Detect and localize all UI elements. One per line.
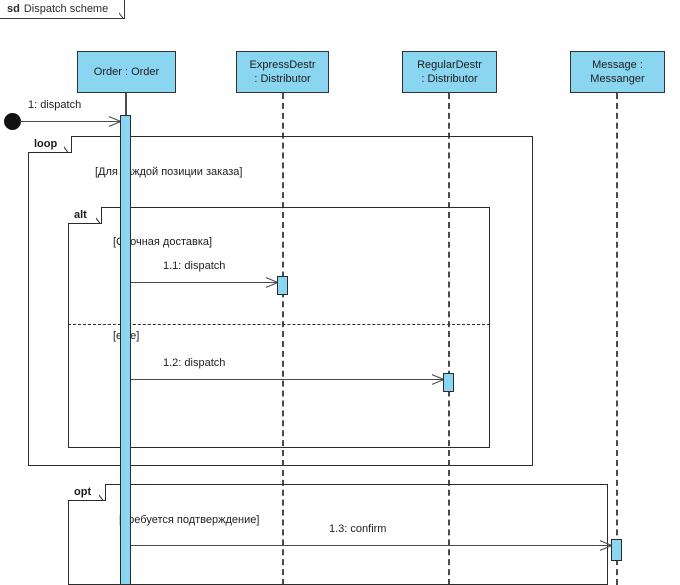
lifeline-line-messenger (616, 93, 618, 585)
message-label-1: 1: dispatch (28, 99, 82, 111)
lifeline-line-order (125, 93, 127, 119)
fragment-loop[interactable] (28, 136, 533, 466)
lifeline-label-order-line1: Order : Order (93, 66, 160, 78)
lifeline-head-messenger[interactable]: Message : Messanger (570, 51, 665, 93)
message-label-1-1: 1.1: dispatch (163, 260, 226, 272)
fragment-opt-operator: opt (68, 484, 107, 501)
activation-bar-express[interactable] (277, 276, 288, 295)
fragment-alt-operator: alt (68, 207, 102, 224)
lifeline-line-express (282, 93, 284, 585)
message-line-1[interactable] (20, 121, 125, 122)
lifeline-head-regular[interactable]: RegularDestr : Distributor (402, 51, 497, 93)
diagram-keyword: sd (7, 3, 20, 15)
fragment-loop-operator: loop (28, 136, 73, 153)
lifeline-line-regular (448, 93, 450, 585)
activation-bar-order[interactable] (120, 115, 131, 585)
fragment-alt-divider (68, 324, 490, 325)
lifeline-label-messenger-line2: Messanger (590, 73, 645, 85)
fragment-alt[interactable] (68, 207, 490, 448)
message-line-1-3[interactable] (131, 545, 616, 546)
lifeline-label-regular-line2: : Distributor (421, 73, 478, 85)
message-label-1-2: 1.2: dispatch (163, 357, 226, 369)
lifeline-label-express-line2: : Distributor (254, 73, 311, 85)
lifeline-label-regular-line1: RegularDestr (417, 59, 482, 71)
found-message-start-dot (4, 113, 21, 130)
lifeline-label-express-line1: ExpressDestr (249, 59, 316, 71)
activation-bar-regular[interactable] (443, 373, 454, 392)
diagram-title: Dispatch scheme (23, 3, 109, 15)
fragment-opt-guard: [Требуется подтверждение] (119, 514, 260, 526)
lifeline-label-messenger-line1: Message : (592, 59, 643, 71)
fragment-loop-guard: [Для каждой позиции заказа] (95, 166, 243, 178)
message-line-1-1[interactable] (131, 282, 282, 283)
message-label-1-3: 1.3: confirm (329, 523, 387, 535)
lifeline-head-express[interactable]: ExpressDestr : Distributor (236, 51, 329, 93)
fragment-alt-guard: [Срочная доставка] (113, 236, 213, 248)
activation-bar-messenger[interactable] (611, 539, 622, 561)
diagram-frame-label: sd Dispatch scheme (0, 0, 126, 19)
message-line-1-2[interactable] (131, 379, 448, 380)
lifeline-head-order[interactable]: Order : Order (77, 51, 176, 93)
